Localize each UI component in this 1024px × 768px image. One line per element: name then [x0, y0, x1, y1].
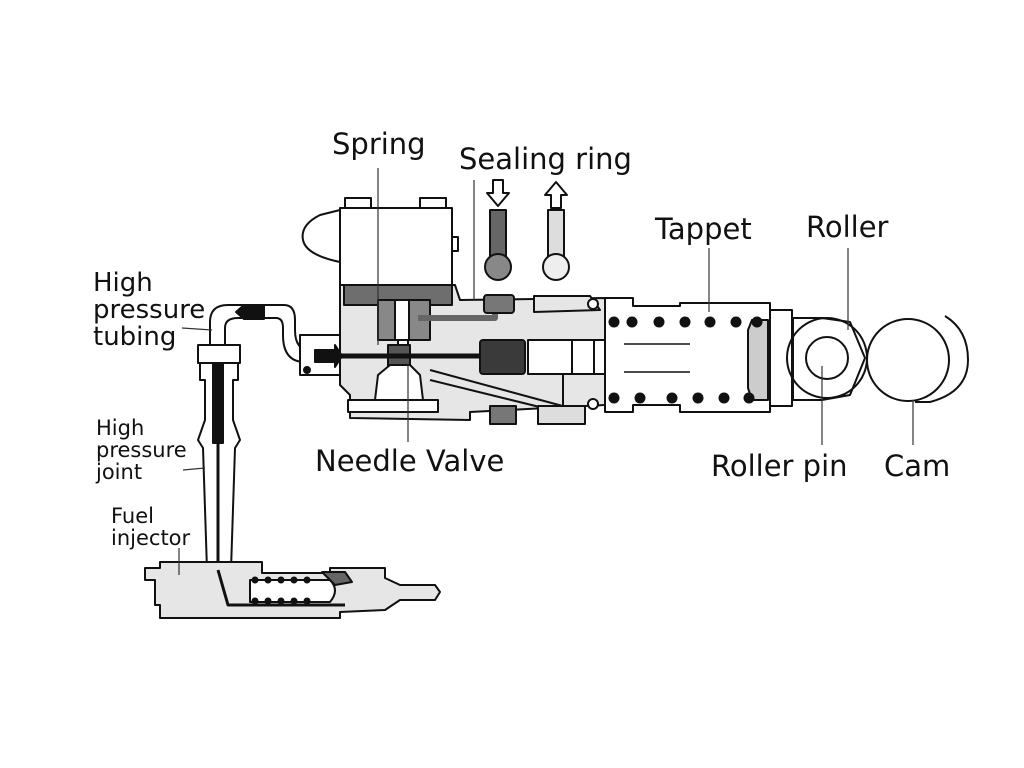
inlet-arrow-icon	[486, 179, 510, 207]
label-hp-joint: High pressure joint	[96, 416, 187, 484]
label-spring: Spring	[332, 127, 426, 161]
tappet-assembly	[604, 297, 793, 413]
fuel-injector-body	[144, 561, 441, 619]
flow-arrows	[486, 179, 568, 209]
leader-lines	[178, 168, 914, 575]
hp-joint	[197, 344, 241, 601]
solenoid-block	[301, 197, 459, 286]
tappet-spring-coils	[608, 316, 763, 404]
label-needle-valve: Needle Valve	[315, 444, 505, 478]
label-sealing-ring: Sealing ring	[459, 142, 632, 176]
hp-tubing	[209, 304, 343, 376]
fuel-ports	[483, 209, 601, 425]
cam-shape	[866, 318, 950, 402]
label-tappet: Tappet	[655, 212, 752, 246]
label-roller-pin: Roller pin	[711, 449, 848, 483]
roller-and-cam	[786, 315, 969, 403]
label-roller: Roller	[806, 210, 889, 244]
outlet-arrow-icon	[544, 181, 568, 209]
label-hp-tubing: High pressure tubing	[93, 268, 206, 352]
label-fuel-injector: Fuel injector	[111, 504, 191, 550]
roller-pin-shape	[805, 336, 849, 380]
label-cam: Cam	[884, 449, 951, 483]
